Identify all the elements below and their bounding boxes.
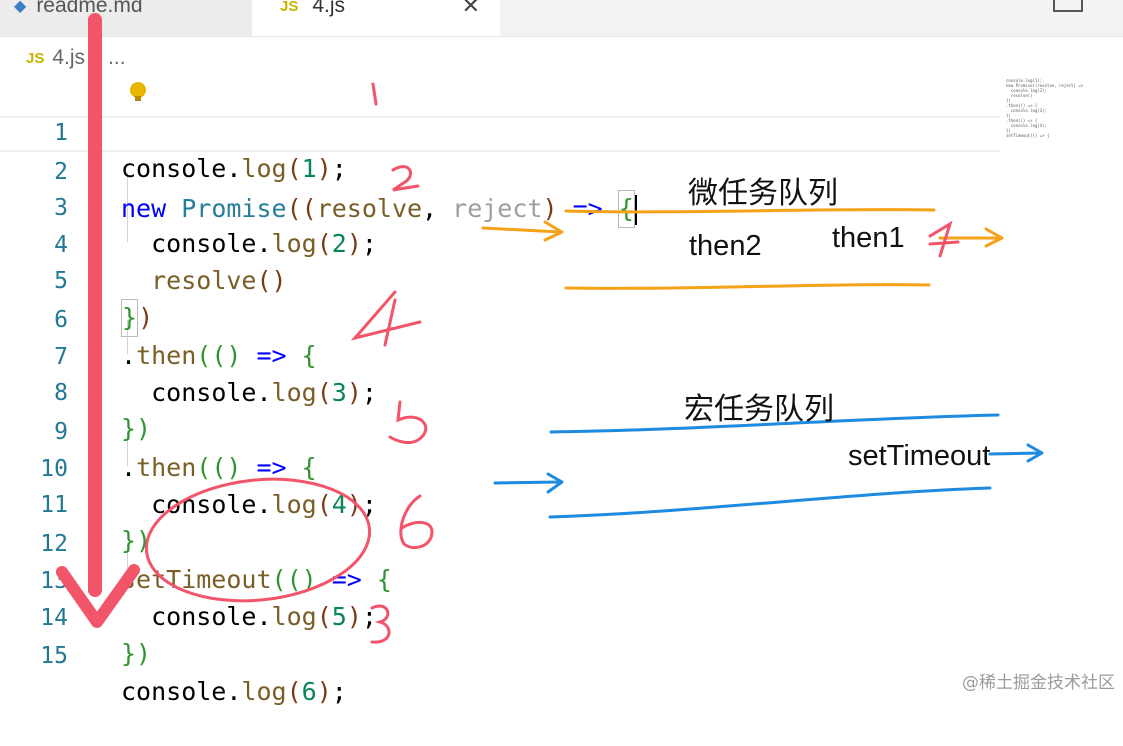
code-line: 6 .then(() => {	[0, 266, 1000, 370]
queue-item-settimeout: setTimeout	[848, 440, 991, 472]
line-number: 4	[54, 232, 68, 258]
breadcrumb-file[interactable]: 4.js	[52, 46, 86, 69]
line-code: })	[121, 414, 152, 443]
code-line: 3 console.log(2);	[0, 154, 1000, 258]
line-number: 15	[40, 643, 68, 669]
code-line-current: 2 new Promise((resolve, reject) => {	[0, 116, 1000, 228]
close-icon[interactable]: ✕	[461, 0, 480, 18]
indent-guide	[127, 432, 128, 466]
breadcrumb: JS 4.js › ...	[26, 44, 126, 72]
code-line: 15 console.log(6);	[0, 602, 1000, 706]
line-number: 9	[54, 419, 68, 445]
line-number: 12	[40, 531, 68, 557]
line-number: 6	[54, 307, 68, 333]
queue-item-then2: then2	[689, 230, 762, 262]
chevron-right-icon: ›	[93, 46, 101, 69]
line-code: console.log(1);	[121, 154, 347, 183]
line-code: new Promise((resolve, reject) => {	[121, 190, 637, 228]
line-number: 5	[54, 268, 68, 294]
indent-guide	[127, 172, 128, 242]
code-line: 5 })	[0, 227, 1000, 337]
line-code: console.log(5);	[151, 602, 377, 631]
code-line: 9 .then(() => {	[0, 378, 1000, 482]
line-code: })	[121, 639, 152, 668]
split-editor-icon[interactable]	[1053, 0, 1083, 12]
line-number: 8	[54, 380, 68, 406]
minimap[interactable]: console.log(1); new Promise((resolve, re…	[1006, 78, 1086, 138]
tab-readme[interactable]: ◆ readme.md	[0, 0, 252, 36]
js-file-icon: JS	[280, 0, 299, 15]
watermark: @稀土掘金技术社区	[962, 673, 1115, 693]
code-line: 12 setTimeout(() => {	[0, 490, 1000, 594]
line-number: 1	[54, 120, 68, 146]
line-number: 7	[54, 344, 68, 370]
editor-tab-bar: ◆ readme.md JS 4.js ✕	[0, 0, 1123, 37]
line-code: .then(() => {	[121, 341, 317, 370]
code-line: 7 console.log(3);	[0, 303, 1000, 407]
line-code: resolve()	[151, 266, 287, 295]
js-file-icon: JS	[26, 49, 45, 67]
code-line: 4 resolve()	[0, 191, 1000, 295]
tab-label: readme.md	[36, 0, 143, 17]
markdown-icon: ◆	[14, 0, 27, 15]
indent-guide	[127, 320, 128, 354]
code-line: 1 console.log(1);	[0, 79, 1000, 183]
macrotask-queue-label: 宏任务队列	[684, 392, 834, 427]
line-number: 3	[54, 195, 68, 221]
line-code: })	[121, 299, 153, 337]
line-code: console.log(2);	[151, 229, 377, 258]
lightbulb-icon[interactable]	[130, 82, 146, 101]
code-line: 13 console.log(5);	[0, 527, 1000, 631]
line-number: 2	[54, 159, 68, 185]
line-number: 10	[40, 456, 68, 482]
line-code: console.log(3);	[151, 378, 377, 407]
queue-item-then1: then1	[832, 222, 905, 254]
tab-4js[interactable]: JS 4.js ✕	[252, 0, 500, 36]
line-number: 11	[40, 492, 68, 518]
code-line: 14 })	[0, 564, 1000, 668]
line-code: console.log(6);	[121, 677, 347, 706]
line-code: .then(() => {	[121, 453, 317, 482]
breadcrumb-more[interactable]: ...	[108, 46, 126, 69]
tab-label: 4.js	[312, 0, 346, 17]
code-line: 8 })	[0, 339, 1000, 443]
microtask-queue-label: 微任务队列	[688, 176, 838, 211]
indent-guide	[127, 544, 128, 578]
